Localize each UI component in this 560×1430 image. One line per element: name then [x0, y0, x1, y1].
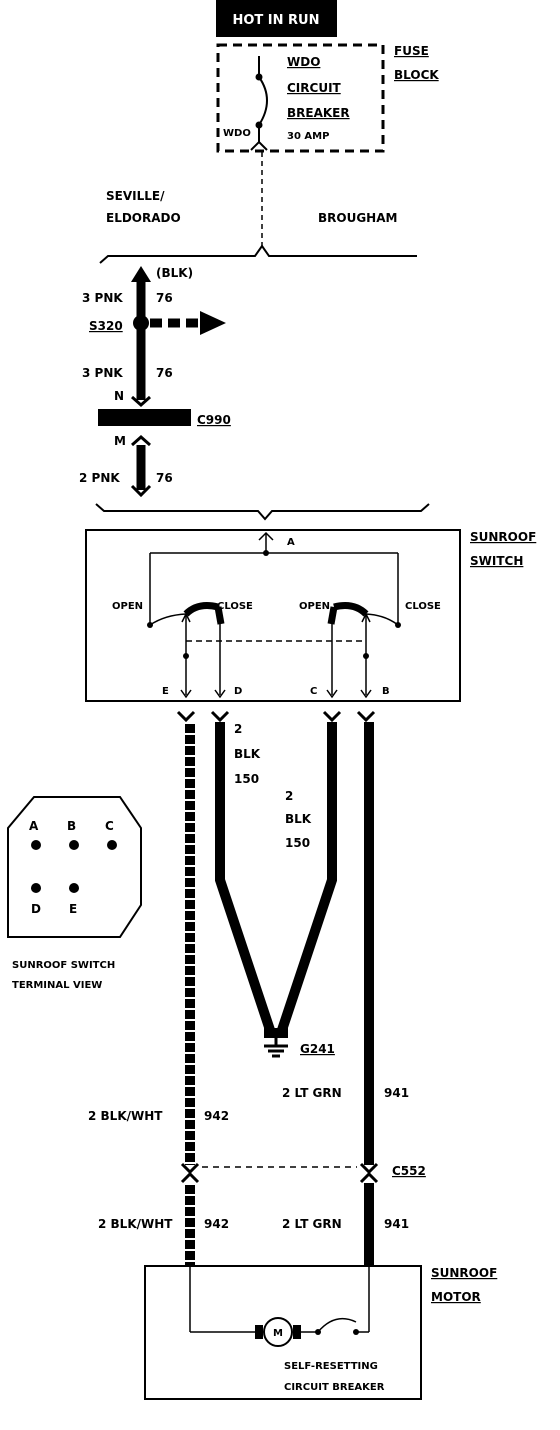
wire2-gauge-color: 3 PNK	[82, 366, 123, 380]
breaker-name-line3: BREAKER	[287, 106, 350, 120]
terminal-view-pin-b: B	[67, 819, 76, 833]
terminal-view-caption-line2: TERMINAL VIEW	[12, 980, 102, 991]
model-left-line2: ELDORADO	[106, 211, 181, 225]
wire-941-lower-gauge-color: 2 LT GRN	[282, 1217, 342, 1231]
switch-terminal-e: E	[162, 686, 169, 697]
wire-942-upper-gauge-color: 2 BLK/WHT	[88, 1109, 163, 1123]
wire-942-lower-circuit: 942	[204, 1217, 229, 1231]
wire-150-right-gauge: 2	[285, 789, 293, 803]
connector-pin-m: M	[114, 434, 126, 448]
hot-in-run-header: HOT IN RUN	[216, 0, 337, 37]
terminal-view-pin-c: C	[105, 819, 114, 833]
switch-terminal-a: A	[287, 537, 295, 548]
splice-label: S320	[89, 319, 123, 333]
motor-symbol: M	[273, 1328, 283, 1339]
ground-label: G241	[300, 1042, 335, 1056]
connector-label: C990	[197, 413, 231, 427]
wire-150-right	[277, 722, 337, 1032]
terminal-view-pin-e: E	[69, 902, 77, 916]
c552-label: C552	[392, 1164, 426, 1178]
switch-title-line1: SUNROOF	[470, 530, 536, 544]
sunroof-motor: SUNROOF MOTOR M SELF-RESETTING CIRCUIT B…	[144, 1265, 497, 1400]
switch-open-left: OPEN	[112, 601, 143, 612]
connector-pin-n: N	[114, 389, 124, 403]
breaker-terminal-label: WDO	[223, 128, 251, 139]
terminal-view-caption-line1: SUNROOF SWITCH	[12, 960, 115, 971]
hot-in-run-label: HOT IN RUN	[232, 13, 319, 28]
switch-terminal-c: C	[310, 686, 317, 697]
wire-941-lower-circuit: 941	[384, 1217, 409, 1231]
wire-942-lower-gauge-color: 2 BLK/WHT	[98, 1217, 173, 1231]
terminal-view-pin-a: A	[29, 819, 39, 833]
wire-150-left-color: BLK	[234, 747, 261, 761]
wire1-gauge-color: 3 PNK	[82, 291, 123, 305]
switch-open-right: OPEN	[299, 601, 330, 612]
model-right: BROUGHAM	[318, 211, 397, 225]
wire3-gauge-color: 2 PNK	[79, 471, 120, 485]
connector-c552: C552	[180, 1162, 426, 1184]
switch-close-right: CLOSE	[405, 601, 441, 612]
fuse-block-title-line1: FUSE	[394, 44, 429, 58]
switch-terminal-view: A B C D E SUNROOF SWITCH TERMINAL VIEW	[7, 796, 142, 991]
wire-150-right-circuit: 150	[285, 836, 310, 850]
breaker-rating: 30 AMP	[287, 131, 329, 142]
model-left-line1: SEVILLE/	[106, 189, 165, 203]
splice-s320	[133, 315, 149, 331]
breaker-name-line2: CIRCUIT	[287, 81, 342, 95]
switch-close-left: CLOSE	[217, 601, 253, 612]
switch-terminal-d: D	[234, 686, 242, 697]
breaker-name-line1: WDO	[287, 55, 320, 69]
switch-brace	[95, 503, 430, 521]
connector-c990	[98, 409, 191, 426]
motor-title-line1: SUNROOF	[431, 1266, 497, 1280]
fuse-block-title-line2: BLOCK	[394, 68, 439, 82]
wire-150-left-circuit: 150	[234, 772, 259, 786]
wire-941-upper-gauge-color: 2 LT GRN	[282, 1086, 342, 1100]
wire-150-left-gauge: 2	[234, 722, 242, 736]
wire-150-right-color: BLK	[285, 812, 312, 826]
wire1-circuit: 76	[156, 291, 173, 305]
model-split: SEVILLE/ ELDORADO BROUGHAM	[99, 189, 417, 264]
wire-942-upper-circuit: 942	[204, 1109, 229, 1123]
motor-title-line2: MOTOR	[431, 1290, 481, 1304]
sunroof-switch: SUNROOF SWITCH A OPEN	[85, 529, 536, 702]
switch-title-line2: SWITCH	[470, 554, 523, 568]
lower-harness: 2 BLK 150 2 BLK 150 G241 2 BLK/WHT 942 2…	[88, 710, 426, 1266]
ground-g241: G241	[264, 1028, 335, 1058]
motor-breaker-line1: SELF-RESETTING	[284, 1361, 378, 1372]
fuse-block: WDO WDO CIRCUIT BREAKER 30 AMP FUSE BLOC…	[216, 43, 439, 153]
terminal-view-pin-d: D	[31, 902, 41, 916]
wire-150-left	[215, 722, 275, 1032]
upper-harness: (BLK) 3 PNK 76 S320 3 PNK 76 N C990 M 2 …	[79, 266, 231, 498]
wire2-circuit: 76	[156, 366, 173, 380]
motor-breaker-line2: CIRCUIT BREAKER	[284, 1382, 385, 1393]
blk-note: (BLK)	[156, 266, 193, 280]
wire3-circuit: 76	[156, 471, 173, 485]
switch-terminal-b: B	[382, 686, 390, 697]
wire-941-upper-circuit: 941	[384, 1086, 409, 1100]
